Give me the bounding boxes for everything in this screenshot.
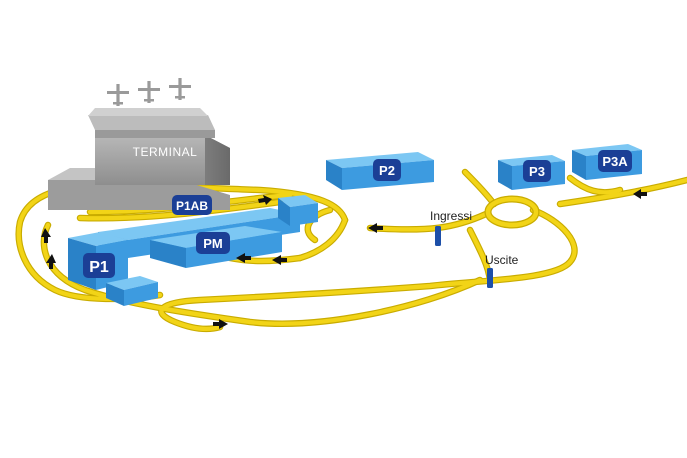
label-entrances: Ingressi (430, 209, 472, 223)
direction-arrow-icon (41, 228, 51, 243)
gate-exits[interactable]: Uscite (485, 253, 519, 288)
direction-arrow-icon (213, 319, 228, 329)
direction-arrow-icon (368, 223, 383, 233)
badge-pm[interactable]: PM (196, 232, 230, 254)
airplane-icon (169, 78, 191, 100)
label-exits: Uscite (485, 253, 519, 267)
terminal-building: TERMINAL (48, 108, 230, 210)
label-p1: P1 (89, 259, 109, 276)
airplane-icon (107, 84, 129, 106)
airplane-icons (107, 78, 191, 106)
gate-entrances[interactable]: Ingressi (430, 209, 472, 246)
airplane-icon (138, 81, 160, 103)
direction-arrow-icon (46, 254, 56, 269)
label-pm: PM (203, 236, 223, 251)
direction-arrow-icon (272, 255, 287, 265)
direction-arrow-icon (258, 195, 272, 205)
direction-arrow-icon (236, 253, 251, 263)
parking-small-block-right[interactable] (278, 195, 318, 226)
direction-arrow-icon (633, 189, 647, 199)
label-p3a: P3A (602, 154, 628, 169)
terminal-label: TERMINAL (133, 145, 198, 159)
parking-p1-annex[interactable] (106, 276, 158, 306)
badge-p3a[interactable]: P3A (598, 150, 632, 172)
badge-p1ab[interactable]: P1AB (172, 195, 212, 215)
badge-p3[interactable]: P3 (523, 160, 551, 182)
badge-p1[interactable]: P1 (83, 253, 115, 278)
label-p2: P2 (379, 163, 395, 178)
badge-p2[interactable]: P2 (373, 159, 401, 181)
label-p1ab: P1AB (176, 199, 208, 213)
label-p3: P3 (529, 164, 545, 179)
direction-arrows (41, 189, 647, 329)
